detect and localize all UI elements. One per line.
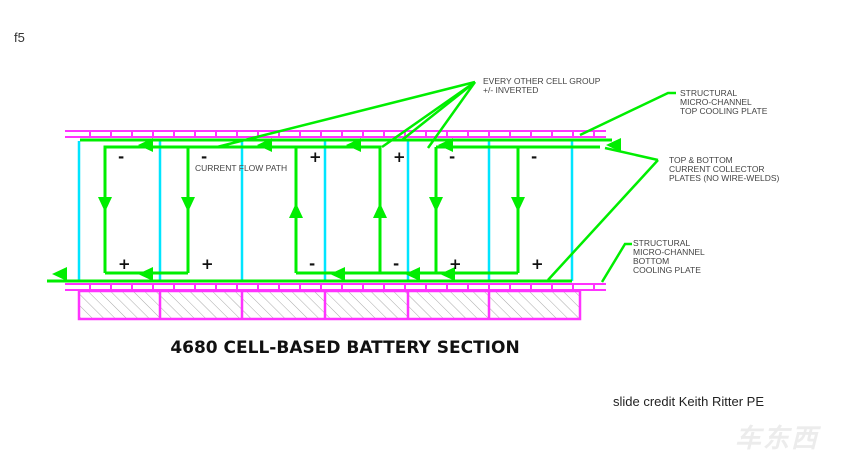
flow-arrow-left (438, 138, 453, 152)
diagram-title: 4680 CELL-BASED BATTERY SECTION (170, 338, 519, 358)
flow-arrow-left (330, 267, 345, 281)
collector-label-3: PLATES (NO WIRE-WELDS) (669, 173, 780, 183)
cell-top-terminal: + (309, 148, 322, 166)
cell-top-terminal: - (118, 148, 124, 166)
top-plate-label-3: TOP COOLING PLATE (680, 106, 768, 116)
collector-label-2: CURRENT COLLECTOR (669, 164, 765, 174)
bottom-plate-label-2: MICRO-CHANNEL (633, 247, 705, 257)
flow-arrow-left (606, 138, 621, 152)
flow-arrow-down (181, 197, 195, 212)
bottom-plate-label-1: STRUCTURAL (633, 238, 690, 248)
cell-walls (77, 141, 574, 281)
flow-arrow-left (346, 138, 361, 152)
callout-lines (216, 80, 676, 283)
inverted-label-2: +/- INVERTED (483, 85, 538, 95)
bottom-plate-label-3: BOTTOM (633, 256, 669, 266)
polarity-signs: - + - + + - + - - + - + (118, 148, 544, 273)
current-flow-label: CURRENT FLOW PATH (195, 163, 287, 173)
cell-bottom-terminal: - (393, 255, 399, 273)
flow-arrow-down (429, 197, 443, 212)
cell-bottom-terminal: + (449, 255, 462, 273)
cell-bottom-terminal: + (531, 255, 544, 273)
flow-arrow-up (289, 203, 303, 218)
collector-label-1: TOP & BOTTOM (669, 155, 733, 165)
cell-top-terminal: - (531, 148, 537, 166)
flow-arrow-down (511, 197, 525, 212)
flow-arrow-up (373, 203, 387, 218)
cell-bottom-terminal: + (201, 255, 214, 273)
cell-top-terminal: - (201, 148, 207, 166)
top-plate-label-2: MICRO-CHANNEL (680, 97, 752, 107)
flow-arrow-left (138, 138, 153, 152)
top-cooling-plate (65, 130, 606, 138)
watermark-logo: 车东西 (735, 423, 820, 453)
bottom-structure (77, 289, 582, 321)
flow-arrow-left (138, 267, 153, 281)
flow-arrows (52, 138, 621, 281)
flow-arrow-left (405, 267, 420, 281)
flow-arrow-left (257, 138, 272, 152)
top-plate-label-1: STRUCTURAL (680, 88, 737, 98)
flow-arrow-left (52, 267, 67, 281)
slide-label: f5 (14, 30, 25, 45)
bottom-plate-label-4: COOLING PLATE (633, 265, 701, 275)
flow-arrow-down (98, 197, 112, 212)
inverted-label-1: EVERY OTHER CELL GROUP (483, 76, 601, 86)
cell-top-terminal: + (393, 148, 406, 166)
flow-arrow-left (440, 267, 455, 281)
cell-top-terminal: - (449, 148, 455, 166)
cell-bottom-terminal: - (309, 255, 315, 273)
cell-bottom-terminal: + (118, 255, 131, 273)
current-collectors (47, 138, 612, 283)
bottom-cooling-plate (65, 283, 606, 291)
slide-credit: slide credit Keith Ritter PE (613, 394, 765, 409)
